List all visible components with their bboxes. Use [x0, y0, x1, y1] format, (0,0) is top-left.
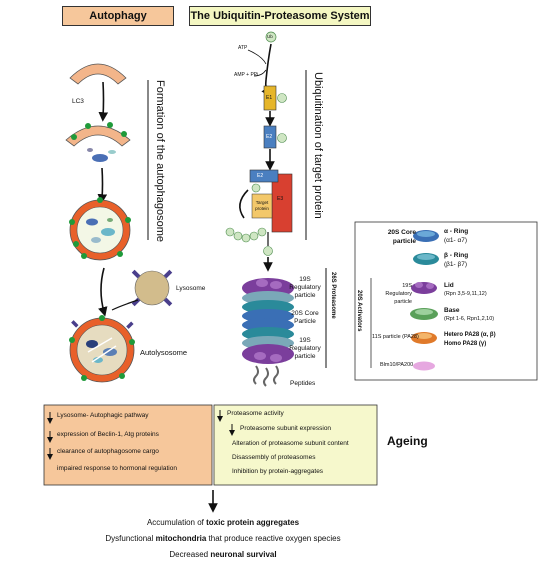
autophagy-header: Autophagy	[62, 6, 174, 26]
legend-base: Base	[444, 307, 460, 314]
peptides-label: Peptides	[290, 380, 316, 387]
aging-right-item-5: Inhibition by protein-aggregates	[232, 468, 324, 475]
proteasome-26s	[242, 278, 294, 364]
lysosome	[131, 269, 173, 307]
e3-label: E3	[277, 196, 284, 202]
legend-beta-ring: β - Ring	[444, 252, 469, 259]
aging-right-item-3: Alteration of proteasome subunit content	[232, 440, 349, 447]
autolysosome	[69, 315, 135, 383]
ub-label: Ub	[267, 34, 273, 39]
core-particle-label: 20S Core Particle	[291, 310, 319, 325]
legend-19s-label: 19S Regulatory particle	[385, 283, 412, 305]
legend-base-sub: (Rpt 1-6, Rpn1,2,10)	[444, 316, 495, 322]
e3-ligase	[271, 173, 293, 233]
outcome-2-bold: mitochondria	[155, 534, 207, 543]
aging-right-item-1: Proteasome activity	[227, 410, 284, 417]
e2-enzyme	[263, 125, 277, 149]
e2-label: E2	[266, 134, 273, 140]
e1-label: E1	[266, 95, 273, 101]
outcome-3: Decreased neuronal survival	[0, 550, 496, 559]
legend-hetero: Hetero PA28 (α, β)	[444, 332, 496, 338]
ub-top	[265, 31, 277, 43]
legend-alpha-ring: α - Ring	[444, 228, 469, 235]
legend-beta-sub: (β1- β7)	[444, 261, 468, 268]
legend-alpha-sub: (α1- α7)	[444, 237, 468, 244]
legend-lid-sub: (Rpn 3,5-9,11,12)	[444, 291, 487, 297]
outcome-2: Dysfunctional mitochondria that produce …	[0, 534, 496, 543]
outcome-1-pre: Accumulation of	[146, 518, 207, 527]
aging-left-item-1: Lysosome- Autophagic pathway	[57, 412, 149, 419]
autophagy-aging-box	[43, 404, 213, 486]
lc3-label: LC3	[72, 98, 84, 105]
legend-lid: Lid	[444, 282, 454, 289]
polyubiquitin-chain	[225, 227, 267, 243]
aging-left-item-2: expression of Beclin-1, Atg proteins	[57, 431, 159, 438]
legend-homo: Homo PA28 (γ)	[444, 341, 487, 347]
ups-header: The Ubiquitin-Proteasome System	[189, 6, 371, 26]
reg-particle-bottom-label: 19S Regulatory particle	[289, 337, 321, 360]
atp-label: ATP	[238, 45, 248, 51]
e1-enzyme	[263, 85, 277, 111]
autolysosome-label: Autolysosome	[140, 348, 188, 357]
ageing-label: Ageing	[387, 434, 428, 448]
autophagosome	[69, 197, 131, 261]
reg-particle-top-label: 19S Regulatory particle	[289, 276, 321, 299]
aging-right-item-2: Proteasome subunit expression	[240, 425, 332, 432]
outcome-3-bold: neuronal survival	[210, 550, 277, 559]
legend-blm: Blm10/PA200	[380, 362, 414, 368]
aging-left-item-4: impaired response to hormonal regulation	[57, 465, 177, 472]
legend-pa28-label: 11S particle (PA28)	[372, 334, 419, 340]
outcome-2-pre: Dysfunctional	[105, 534, 156, 543]
target-protein-box	[251, 193, 273, 219]
lysosome-label: Lysosome	[176, 285, 206, 292]
autophagosome-formation-label: Formation of the autophagosome	[154, 80, 166, 243]
ups-aging-box	[213, 404, 378, 486]
amp-ppi-label: AMP + PPi	[234, 72, 259, 78]
legend-activators: 20S Activators	[356, 290, 362, 332]
aging-right-item-4: Disassembly of proteasomes	[232, 454, 316, 461]
elongating-phagophore	[65, 122, 131, 162]
proteasome-26s-label: 26S Proteasome	[330, 272, 336, 319]
legend-core-title: 20S Core particle	[387, 229, 416, 245]
phagophore-membrane	[69, 63, 127, 85]
ubiquitination-label: Ubiquitination of target protein	[312, 72, 324, 219]
legend-box	[354, 221, 538, 381]
outcome-1: Accumulation of toxic protein aggregates	[0, 518, 496, 527]
outcome-3-pre: Decreased	[169, 550, 211, 559]
outcome-2-post: that produce reactive oxygen species	[206, 534, 341, 543]
e2-complex-label: E2	[257, 173, 264, 179]
target-protein-label: Target protein	[255, 200, 269, 211]
aging-left-item-3: clearance of autophagosome cargo	[57, 448, 159, 455]
outcome-1-bold: toxic protein aggregates	[206, 518, 300, 527]
